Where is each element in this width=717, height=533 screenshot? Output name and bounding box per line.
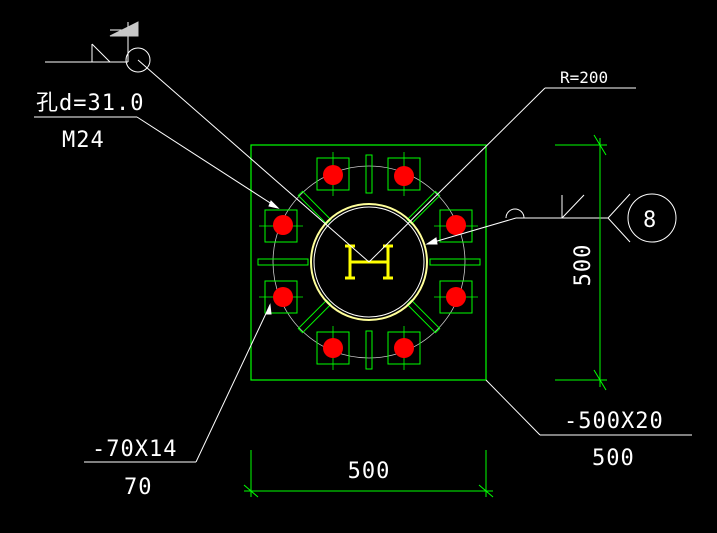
plate-leader [485, 379, 692, 436]
radius-spec-label: R=200 [560, 68, 608, 87]
bolt [387, 326, 421, 370]
stiffener-length-label: 70 [124, 475, 153, 500]
dim-height-label: 500 [571, 244, 596, 287]
weld-flag-icon [45, 21, 370, 263]
weld-number-circle [627, 193, 677, 243]
plate-spec-label: -500X20 [564, 409, 664, 434]
weld-reference [425, 193, 677, 245]
hole-spec-label: 孔d=31.0 [36, 91, 144, 116]
plate-length-label: 500 [592, 446, 635, 471]
bolt [259, 280, 303, 314]
stiffener-leader [84, 303, 272, 463]
bolt-circle [272, 165, 466, 359]
bolt [434, 280, 478, 314]
bolt [316, 152, 350, 196]
bolt-group [259, 152, 478, 370]
stiffener-ribs [257, 154, 481, 370]
bolt [434, 209, 478, 243]
vertical-dimension [555, 134, 607, 391]
bolt [387, 152, 421, 196]
column-pipe-outer [310, 203, 428, 321]
stiffener-spec-label: -70X14 [92, 437, 177, 462]
bolt [259, 209, 303, 243]
weld-number-label: 8 [643, 208, 657, 233]
horizontal-dimension [243, 450, 494, 498]
hole-leader [34, 116, 280, 209]
column-pipe-inner [313, 206, 425, 318]
base-plate-outline [250, 144, 487, 381]
bolt [316, 326, 350, 370]
dim-width-label: 500 [348, 459, 391, 484]
radius-leader [368, 87, 636, 263]
bolt-spec-label: M24 [62, 128, 105, 153]
